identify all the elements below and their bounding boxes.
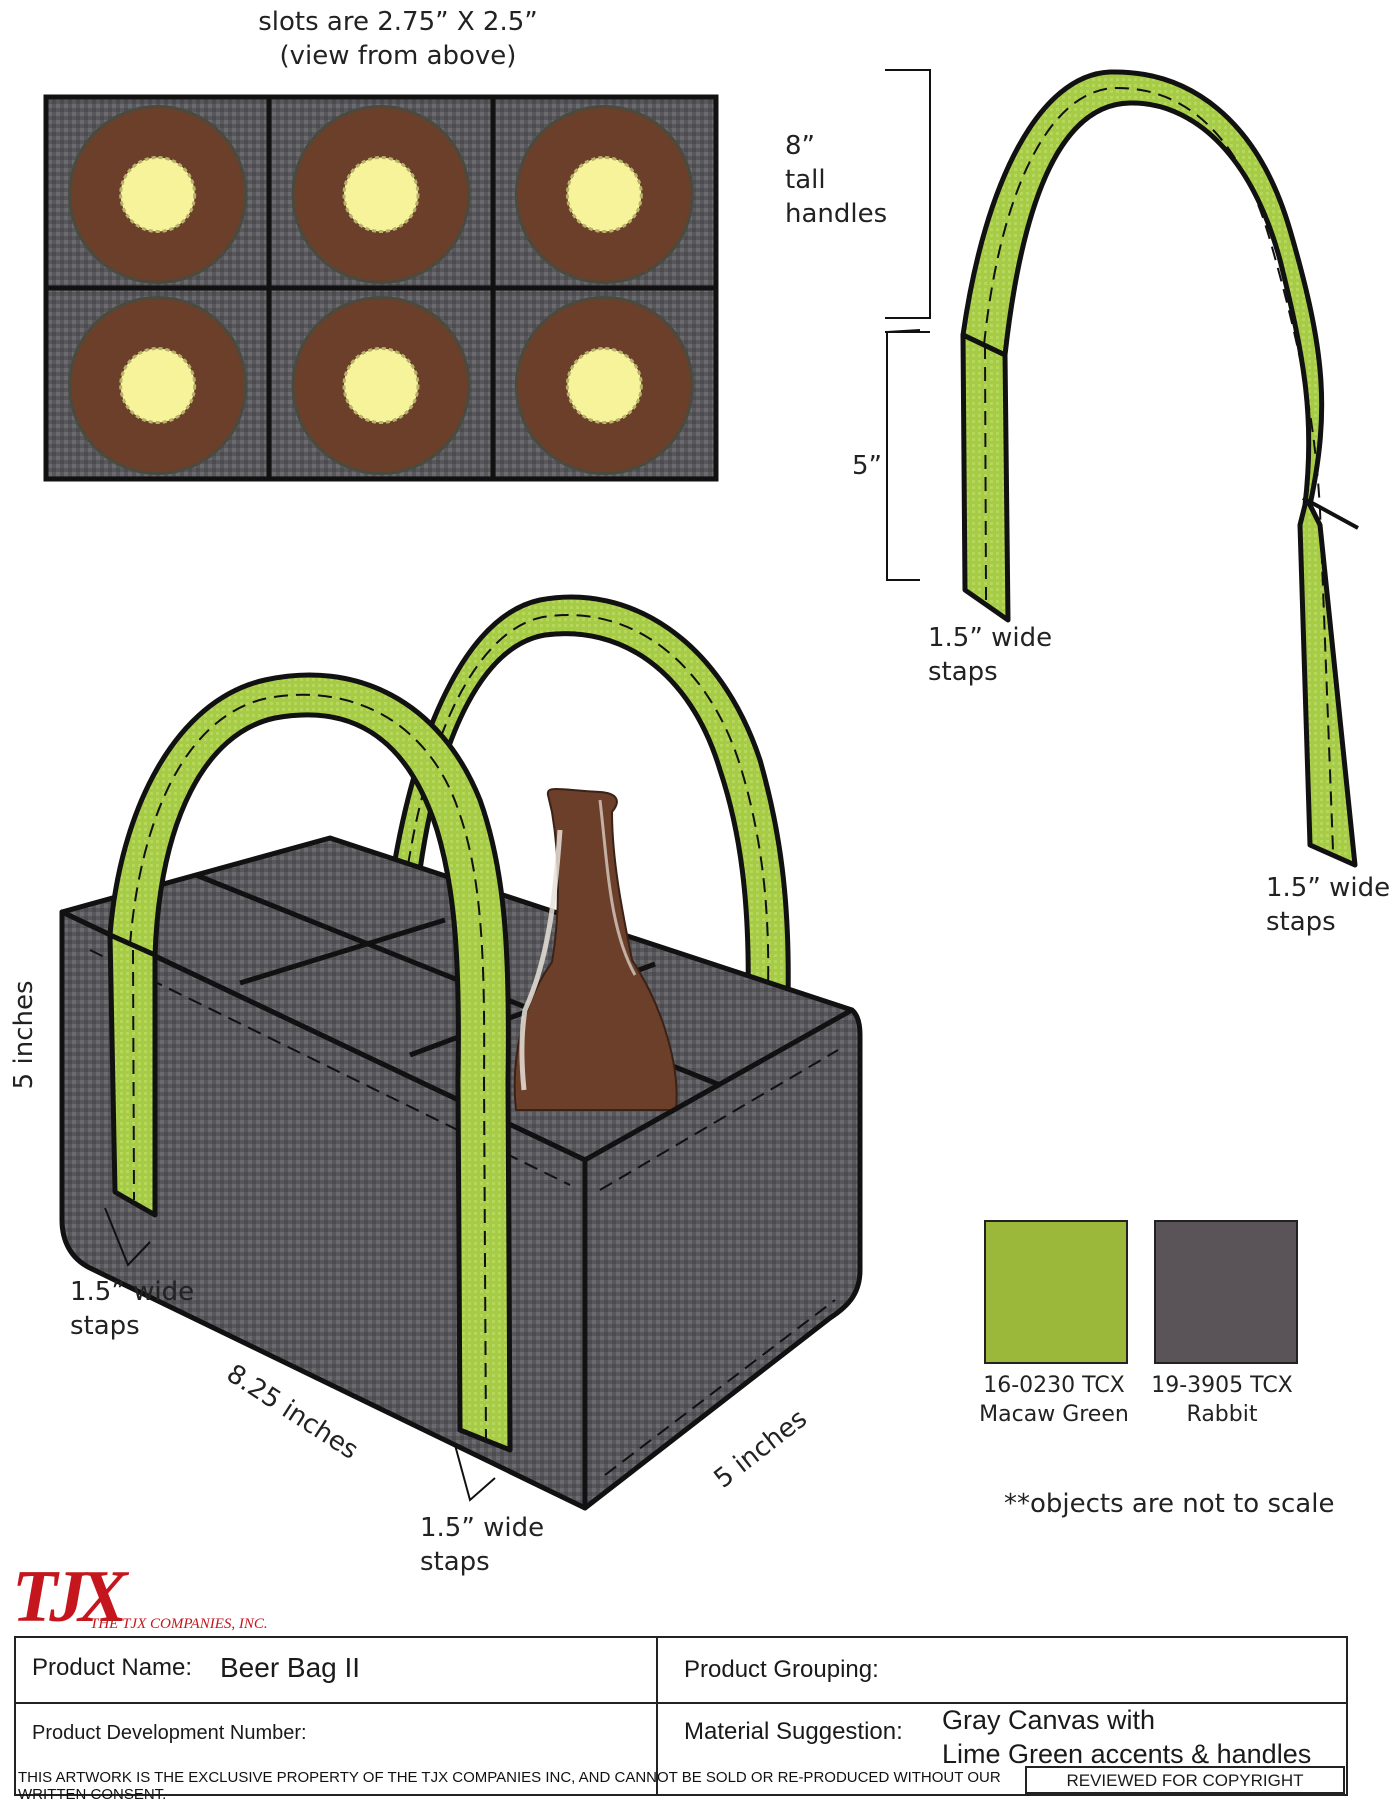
handle-diagram (885, 69, 1359, 868)
product-name-value: Beer Bag II (220, 1652, 361, 1683)
bottle-cap (565, 347, 643, 424)
handle-lower-dimension: 5” (852, 451, 883, 481)
material-line: Gray Canvas with (942, 1705, 1156, 1735)
scale-note: **objects are not to scale (1004, 1489, 1335, 1519)
product-development-label: Product Development Number: (32, 1722, 307, 1744)
bottle-cap (119, 347, 197, 424)
bottle-slot (291, 105, 471, 284)
bottle-slot (514, 105, 694, 284)
product-grouping-label: Product Grouping: (684, 1656, 879, 1683)
bottle-slot (68, 105, 248, 284)
material-line: Lime Green accents & handles (942, 1738, 1312, 1769)
top-view-diagram (43, 94, 719, 482)
bottle-cap (342, 156, 420, 233)
handle-height-value: 8” (785, 131, 816, 161)
bag-strap-label-left: 1.5” wide staps (70, 1276, 194, 1344)
swatch-rabbit (1154, 1220, 1298, 1364)
swatch-name: Rabbit (1186, 1401, 1258, 1427)
tjx-logo-mark: TJX (12, 1556, 128, 1638)
strap-width-text: 1.5” wide (420, 1513, 545, 1543)
bag-height-label: 5 inches (9, 980, 40, 1090)
handle-height-word2: handles (785, 198, 888, 229)
bottle-slot (291, 296, 471, 475)
copyright-review-stamp: REVIEWED FOR COPYRIGHT (1025, 1766, 1345, 1794)
swatch-label-macaw-green: 16-0230 TCX Macaw Green (954, 1372, 1154, 1429)
swatch-macaw-green (984, 1220, 1128, 1364)
product-info-table: Product Name: Beer Bag II Product Groupi… (14, 1636, 1348, 1796)
bag-diagram (59, 594, 863, 1511)
bottle-cap (565, 156, 643, 233)
tjx-logo-company: THE TJX COMPANIES, INC. (90, 1616, 268, 1632)
table-column-divider (656, 1638, 658, 1794)
view-note-text: (view from above) (279, 40, 517, 71)
swatch-label-rabbit: 19-3905 TCX Rabbit (1122, 1372, 1322, 1429)
material-suggestion-value: Gray Canvas with Lime Green accents & ha… (942, 1704, 1311, 1772)
tjx-logo: TJX THE TJX COMPANIES, INC. (12, 1556, 268, 1638)
strap-word-text: staps (70, 1310, 140, 1341)
swatch-code: 16-0230 TCX (983, 1373, 1125, 1398)
swatch-name: Macaw Green (979, 1401, 1129, 1427)
product-name-label: Product Name: (32, 1654, 193, 1681)
strap-word-text: staps (1266, 906, 1336, 937)
strap-width-text: 1.5” wide (70, 1277, 195, 1307)
bottle-slot (514, 296, 694, 475)
slot-size-caption: slots are 2.75” X 2.5” (view from above) (258, 6, 538, 74)
copyright-disclaimer: THIS ARTWORK IS THE EXCLUSIVE PROPERTY O… (18, 1769, 1001, 1803)
strap-word-text: staps (420, 1546, 490, 1577)
strap-width-text: 1.5” wide (1266, 873, 1391, 903)
bag-strap-label-bottom: 1.5” wide staps (420, 1512, 544, 1580)
slot-size-text: slots are 2.75” X 2.5” (258, 7, 538, 37)
handle-height-label: 8” tall handles (785, 130, 887, 231)
bottle-slot (68, 296, 248, 475)
strap-width-text: 1.5” wide (928, 623, 1053, 653)
strap-word-text: staps (928, 656, 998, 687)
table-row-divider (16, 1702, 1346, 1704)
handle-height-word1: tall (785, 164, 826, 195)
bottle-slots (68, 105, 694, 475)
handle-right-strap-label: 1.5” wide staps (1266, 872, 1390, 940)
bottle-cap (119, 156, 197, 233)
material-suggestion-label: Material Suggestion: (684, 1718, 903, 1745)
handle-left-strap-label: 1.5” wide staps (928, 622, 1052, 690)
bottle-cap (342, 347, 420, 424)
swatch-code: 19-3905 TCX (1151, 1373, 1293, 1398)
